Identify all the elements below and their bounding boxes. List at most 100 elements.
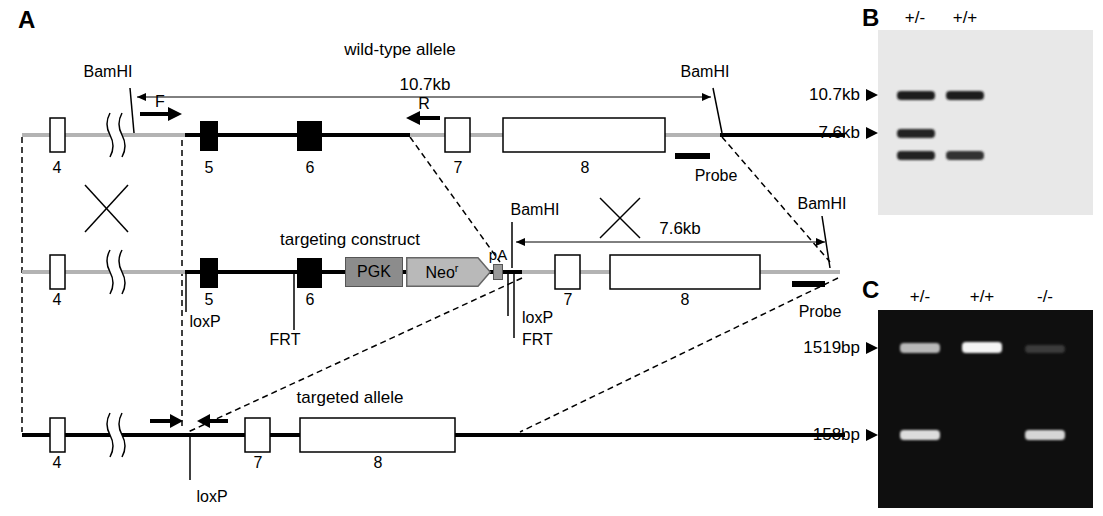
allele-title: wild-type allele: [344, 40, 456, 60]
blot-band: [897, 151, 935, 160]
band-pointer: [866, 342, 878, 354]
restriction-site-label: BamHI: [84, 63, 133, 81]
blot-band: [897, 129, 935, 138]
exon-number: 4: [53, 454, 62, 472]
exon-number: 4: [53, 291, 62, 309]
loxp-tick: [185, 274, 187, 312]
crossover-mark: [85, 185, 128, 232]
probe-bar: [675, 153, 710, 159]
frt-tick: [513, 274, 515, 338]
blot-band: [946, 91, 984, 100]
gel-band: [962, 342, 1002, 353]
exon-box: [50, 255, 65, 289]
band-pointer: [866, 127, 878, 139]
primer-arrow: [208, 419, 228, 423]
exon-box: [503, 118, 665, 152]
crossover-mark: [600, 198, 640, 238]
fragment-size: 1519bp: [803, 338, 860, 358]
superscript-label: r: [455, 262, 459, 274]
arrow-outline: [407, 258, 491, 287]
fragment-size: 10.7kb: [399, 75, 450, 95]
genomic-line: [122, 433, 845, 437]
probe-label: Probe: [695, 167, 738, 185]
polya-box: pA: [493, 264, 503, 280]
blot-image: [878, 30, 1093, 215]
genotype-label: +/-: [905, 8, 925, 28]
probe-bar: [792, 281, 825, 287]
text-group: PGK: [357, 263, 391, 281]
break-mark: [119, 113, 125, 157]
exon-box: [555, 255, 580, 289]
break-mark: [119, 250, 125, 294]
genotype-label: +/+: [970, 287, 995, 307]
exon-number: 8: [681, 291, 690, 309]
exon-number: 5: [205, 291, 214, 309]
panel-letter: A: [18, 6, 35, 34]
allele-title: targeting construct: [280, 230, 420, 250]
panel-letter: C: [862, 276, 879, 304]
gel-band: [900, 430, 940, 440]
homology-dash: [21, 137, 23, 432]
exon-number: 5: [205, 159, 214, 177]
band-pointer: [866, 429, 878, 441]
gel-image: [878, 310, 1093, 508]
homology-dash: [520, 278, 838, 432]
exon-box: [445, 118, 470, 152]
blot-band: [897, 91, 935, 100]
exon-box: [50, 418, 65, 452]
gel-band: [1025, 430, 1065, 440]
genotype-label: -/-: [1037, 287, 1053, 307]
homology-dash: [188, 278, 522, 432]
panel-letter: B: [862, 4, 879, 32]
text-group: Neor: [425, 262, 458, 282]
primer-arrow: [406, 111, 420, 125]
homology-dash: [181, 140, 183, 430]
gel-band: [900, 343, 940, 353]
exon-box: [297, 258, 322, 288]
site-label: loxP: [196, 488, 227, 506]
band-pointer: [866, 89, 878, 101]
fragment-size: 158bp: [813, 425, 860, 445]
site-label: FRT: [270, 331, 301, 349]
primer-label: F: [155, 93, 165, 111]
site-label: loxP: [189, 313, 220, 331]
allele-title: targeted allele: [297, 388, 404, 408]
crossover-mark: [85, 185, 128, 232]
primer-arrow: [197, 414, 210, 428]
frt-tick: [293, 274, 295, 330]
genomic-line: [122, 133, 185, 137]
box-label: PGK: [357, 263, 391, 280]
break-mark: [107, 250, 113, 294]
fragment-size: 7.6kb: [659, 219, 701, 239]
primer-arrow: [150, 419, 172, 423]
exon-number: 7: [254, 454, 263, 472]
genotype-label: +/-: [910, 287, 930, 307]
restriction-site-label: BamHI: [511, 201, 560, 219]
exon-number: 8: [374, 454, 383, 472]
genomic-line: [22, 433, 110, 437]
genomic-line: [122, 270, 185, 274]
exon-box: [300, 418, 455, 452]
site-label: FRT: [522, 331, 553, 349]
loxp-tick: [189, 437, 191, 480]
promoter-box: PGK: [345, 257, 403, 287]
text-group: pA: [489, 247, 507, 264]
crossover-mark: [600, 198, 640, 238]
exon-box: [200, 258, 218, 288]
box-label: pA: [489, 246, 507, 263]
primer-arrow: [140, 112, 170, 116]
loxp-tick: [507, 274, 509, 316]
site-tick: [130, 88, 134, 133]
genotype-label: +/+: [953, 8, 978, 28]
exon-number: 6: [306, 291, 315, 309]
exon-box: [610, 255, 760, 289]
break-mark: [107, 413, 113, 457]
site-tick: [511, 222, 513, 268]
site-tick: [713, 88, 722, 133]
dimension-line: [516, 242, 825, 243]
exon-number: 8: [581, 159, 590, 177]
resistance-gene-arrow: Neor: [406, 257, 491, 287]
exon-box: [245, 418, 270, 452]
